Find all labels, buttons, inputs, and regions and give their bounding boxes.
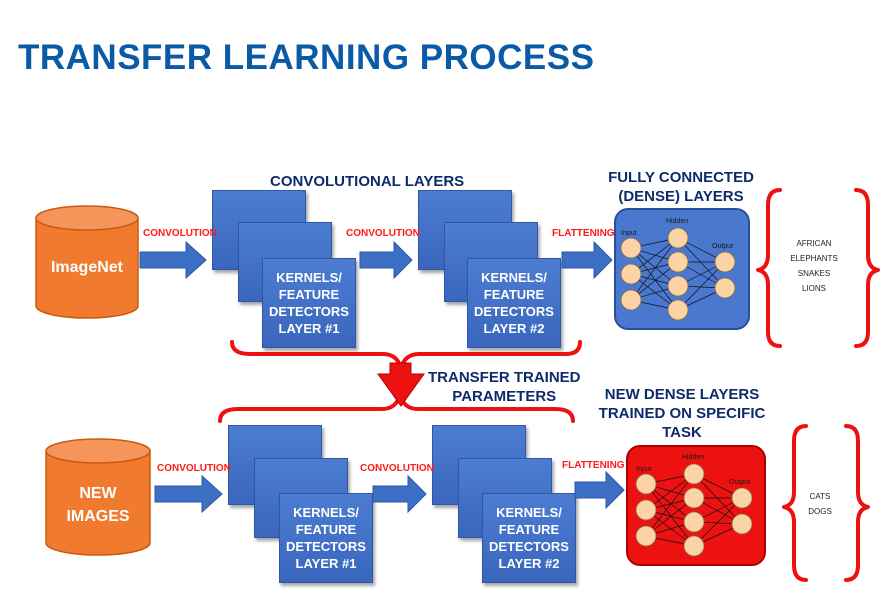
nn-output-label: Output bbox=[712, 243, 734, 250]
bottom-output-brace-right bbox=[844, 424, 870, 582]
convolution-label-bottom-2: CONVOLUTION bbox=[360, 463, 434, 474]
top-output-brace-right bbox=[854, 188, 880, 348]
dense-layers-heading: FULLY CONNECTED(DENSE) LAYERS bbox=[608, 169, 754, 205]
convolution-label-bottom-1: CONVOLUTION bbox=[157, 463, 231, 474]
convolution-label-top-2: CONVOLUTION bbox=[346, 228, 420, 239]
flattening-label-top: FLATTENING bbox=[552, 228, 615, 239]
new-images-database-icon bbox=[45, 438, 151, 556]
nn-output-label: Output bbox=[729, 479, 751, 486]
right-arrow-icon bbox=[154, 474, 223, 514]
right-arrow-icon bbox=[574, 470, 625, 510]
output-class: ELEPHANTS bbox=[790, 254, 838, 263]
right-arrow-icon bbox=[372, 474, 427, 514]
convolutional-layers-heading: CONVOLUTIONAL LAYERS bbox=[270, 173, 465, 190]
output-class: CATS bbox=[809, 492, 831, 501]
down-arrow-icon bbox=[377, 362, 425, 407]
nn-hidden-label: Hidden bbox=[666, 218, 689, 225]
bottom-output-brace bbox=[782, 424, 808, 582]
right-arrow-icon bbox=[561, 240, 613, 280]
top-output-brace bbox=[756, 188, 782, 348]
output-class: AFRICAN bbox=[796, 239, 832, 248]
flattening-label-bottom: FLATTENING bbox=[562, 460, 625, 471]
right-arrow-icon bbox=[359, 240, 413, 280]
nn-hidden-label: Hidden bbox=[682, 454, 705, 461]
nn-input-label: Input bbox=[636, 466, 652, 473]
convolution-label-top-1: CONVOLUTION bbox=[143, 228, 217, 239]
right-arrow-icon bbox=[139, 240, 207, 280]
imagenet-database-icon bbox=[35, 205, 139, 319]
top-output-classes: AFRICAN ELEPHANTS SNAKES LIONS bbox=[784, 236, 844, 296]
output-class: DOGS bbox=[808, 507, 832, 516]
output-class: SNAKES bbox=[797, 269, 831, 278]
imagenet-label: ImageNet bbox=[50, 259, 124, 276]
output-class: LIONS bbox=[801, 284, 826, 293]
page-title: TRANSFER LEARNING PROCESS bbox=[18, 38, 595, 77]
bottom-output-classes: CATS DOGS bbox=[800, 489, 840, 519]
nn-input-label: Input bbox=[621, 230, 637, 237]
